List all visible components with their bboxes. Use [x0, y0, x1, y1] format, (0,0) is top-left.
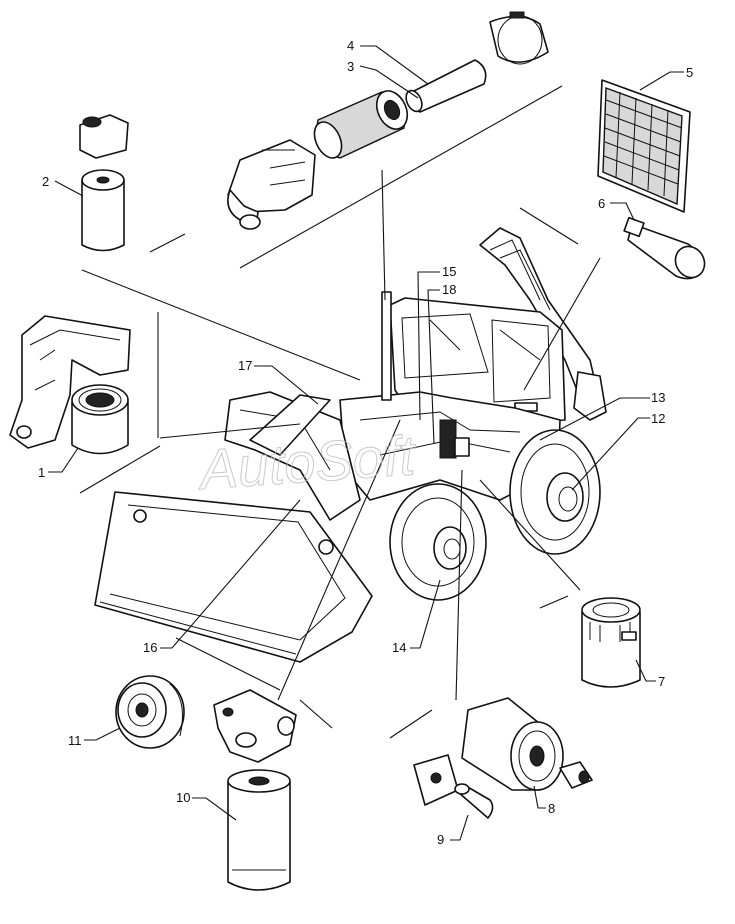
callout-13: 13: [651, 390, 665, 405]
part-2-fuel-filter: [79, 114, 129, 252]
part-7-filter-cartridge: [581, 597, 641, 688]
part-10-filter-head-and-cartridge: [213, 689, 297, 891]
part-9-adapter-plate: [413, 754, 494, 819]
part-1-oil-filter-bracket: [9, 315, 131, 455]
callout-2: 2: [42, 174, 49, 189]
callout-10: 10: [176, 790, 190, 805]
callout-18: 18: [442, 282, 456, 297]
part-8-oil-filter: [461, 697, 593, 791]
callout-15: 15: [442, 264, 456, 279]
air-filter-housing: [227, 139, 316, 230]
callout-4: 4: [347, 38, 354, 53]
callout-1: 1: [38, 465, 45, 480]
leader-lines: [48, 45, 684, 841]
part-5-cabin-filter: [597, 79, 691, 213]
callout-14: 14: [392, 640, 406, 655]
part-11-pulley: [115, 675, 185, 749]
callout-labels: 1 2 3 4 5 6 7 8 9 10 11 12 13 14 15 16 1…: [38, 38, 693, 847]
callout-5: 5: [686, 65, 693, 80]
callout-16: 16: [143, 640, 157, 655]
callout-17: 17: [238, 358, 252, 373]
callout-9: 9: [437, 832, 444, 847]
callout-3: 3: [347, 59, 354, 74]
part-4-safety-element: [405, 11, 549, 113]
callout-7: 7: [658, 674, 665, 689]
callout-12: 12: [651, 411, 665, 426]
callout-6: 6: [598, 196, 605, 211]
part-6-breather-filter: [623, 216, 706, 280]
part-3-air-filter-element: [313, 90, 409, 159]
callout-11: 11: [68, 733, 82, 748]
callout-8: 8: [548, 801, 555, 816]
